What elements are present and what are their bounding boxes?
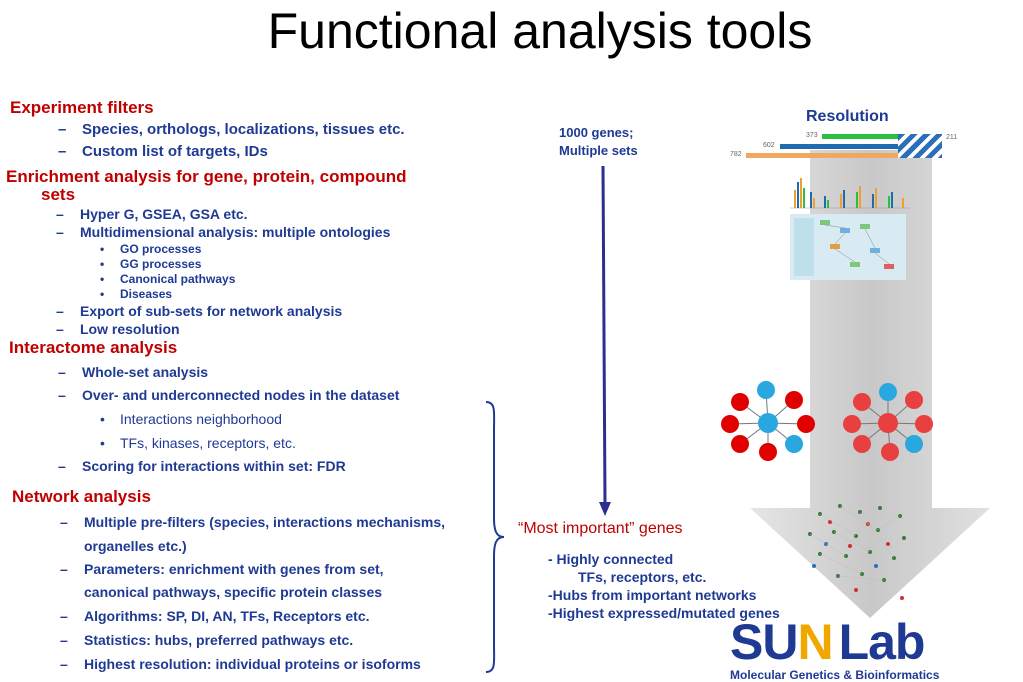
hub-network-left bbox=[721, 381, 815, 461]
list-item: –Highest resolution: individual proteins… bbox=[60, 656, 421, 672]
list-item: –Custom list of targets, IDs bbox=[58, 143, 268, 160]
curly-brace-icon bbox=[485, 401, 505, 673]
logo-text-n: N bbox=[797, 614, 833, 670]
list-item: –Multidimensional analysis: multiple ont… bbox=[56, 224, 391, 240]
genes-note: 1000 genes; Multiple sets bbox=[559, 125, 638, 158]
hub-network-right bbox=[843, 383, 933, 461]
hub-networks bbox=[721, 381, 933, 461]
list-item-cont: canonical pathways, specific protein cla… bbox=[84, 584, 383, 600]
list-item: –Export of sub-sets for network analysis bbox=[56, 303, 343, 319]
heading-experiment-filters: Experiment filters bbox=[10, 98, 154, 117]
sub-list-item: •Canonical pathways bbox=[100, 272, 236, 286]
bar-label: 211 bbox=[946, 134, 958, 141]
dash: – bbox=[58, 143, 67, 160]
dash: – bbox=[58, 121, 67, 138]
down-arrow-icon bbox=[599, 165, 611, 516]
heading-network: Network analysis bbox=[12, 487, 151, 506]
sub-list-item: •Diseases bbox=[100, 287, 173, 301]
list-item-cont: organelles etc.) bbox=[84, 538, 187, 554]
list-item: –Statistics: hubs, preferred pathways et… bbox=[60, 632, 354, 648]
list-item: –Hyper G, GSEA, GSA etc. bbox=[56, 206, 248, 222]
logo-text-su: SU bbox=[730, 614, 798, 670]
list-item: –Scoring for interactions within set: FD… bbox=[58, 458, 346, 474]
bar-orange bbox=[746, 153, 902, 158]
list-item: –Multiple pre-filters (species, interact… bbox=[60, 514, 445, 530]
list-item: –Parameters: enrichment with genes from … bbox=[60, 561, 384, 577]
heading-enrichment: Enrichment analysis for gene, protein, c… bbox=[6, 167, 407, 186]
important-list: - Highly connected TFs, receptors, etc. … bbox=[548, 551, 780, 621]
heading-interactome: Interactome analysis bbox=[9, 338, 178, 357]
sub-list-item: •Interactions neighborhood bbox=[100, 411, 282, 427]
list-item: –Algorithms: SP, DI, AN, TFs, Receptors … bbox=[60, 608, 370, 624]
most-important-label: “Most important” genes bbox=[518, 520, 683, 537]
heading-enrichment-cont: sets bbox=[41, 185, 76, 204]
sub-list-item: •GO processes bbox=[100, 242, 202, 256]
pathway-map-thumbnail bbox=[790, 214, 906, 280]
bar-label: 602 bbox=[763, 142, 775, 149]
sub-list-item: •TFs, kinases, receptors, etc. bbox=[100, 435, 296, 451]
bar-label: 782 bbox=[730, 151, 742, 158]
list-item: –Species, orthologs, localizations, tiss… bbox=[58, 121, 405, 138]
sub-list-item: •GG processes bbox=[100, 257, 202, 271]
resolution-label: Resolution bbox=[806, 108, 889, 125]
list-item: –Low resolution bbox=[56, 321, 180, 337]
logo-text-lab: Lab bbox=[838, 614, 926, 670]
bar-hatched bbox=[898, 134, 942, 158]
logo-tagline: Molecular Genetics & Bioinformatics bbox=[730, 668, 940, 682]
list-item: –Over- and underconnected nodes in the d… bbox=[58, 387, 400, 403]
bar-label: 373 bbox=[806, 132, 818, 139]
list-item: –Whole-set analysis bbox=[58, 364, 209, 380]
bar-green bbox=[822, 134, 902, 139]
mini-chart-thumbnail bbox=[790, 178, 910, 209]
bar-blue bbox=[780, 144, 902, 149]
page-title: Functional analysis tools bbox=[267, 3, 813, 59]
network-map-thumbnail bbox=[808, 504, 906, 600]
